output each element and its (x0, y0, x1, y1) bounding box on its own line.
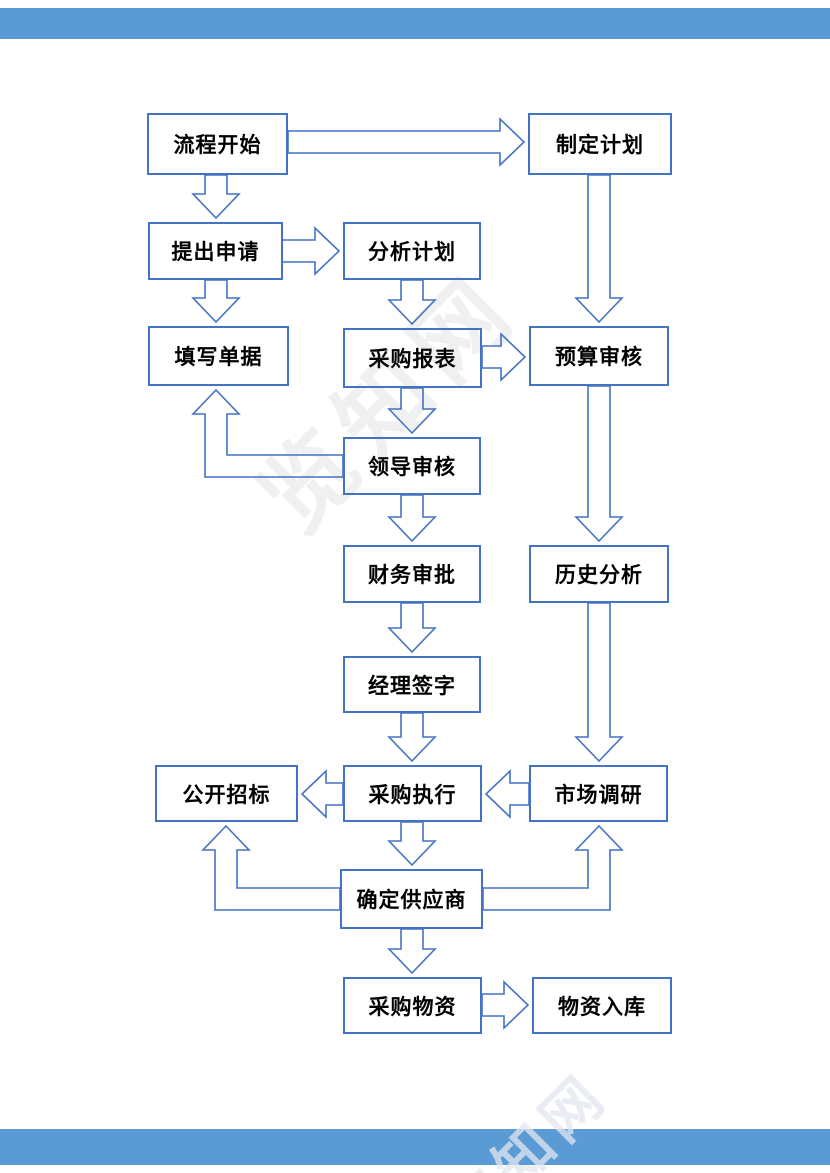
node-procurement-execution: 采购执行 (343, 765, 482, 822)
node-analyze-plan: 分析计划 (343, 222, 481, 280)
top-bar (0, 8, 830, 39)
node-determine-supplier: 确定供应商 (340, 869, 483, 929)
node-purchase-materials: 采购物资 (343, 977, 482, 1034)
node-materials-storage: 物资入库 (532, 977, 672, 1034)
node-public-bidding: 公开招标 (155, 765, 298, 822)
node-manager-signature: 经理签字 (343, 656, 481, 713)
node-procurement-report: 采购报表 (343, 328, 482, 388)
node-history-analysis: 历史分析 (529, 545, 669, 603)
node-leader-review: 领导审核 (343, 437, 481, 495)
node-market-research: 市场调研 (529, 765, 668, 822)
bottom-bar (0, 1129, 830, 1165)
node-make-plan: 制定计划 (528, 113, 672, 175)
node-finance-approval: 财务审批 (343, 545, 481, 603)
node-budget-review: 预算审核 (529, 326, 669, 386)
node-fill-documents: 填写单据 (148, 326, 289, 386)
node-process-start: 流程开始 (147, 113, 288, 175)
node-submit-application: 提出申请 (148, 222, 283, 280)
